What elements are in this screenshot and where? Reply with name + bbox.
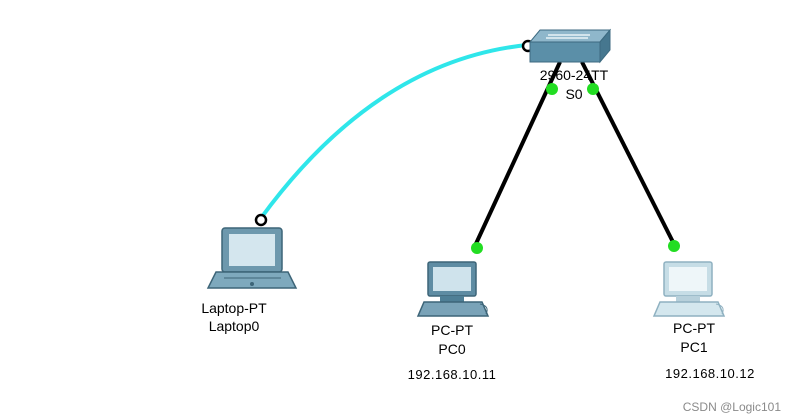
pc0-name-label: PC0 — [438, 341, 466, 357]
laptop-icon[interactable] — [206, 227, 298, 289]
pc1-name-label: PC1 — [680, 339, 708, 355]
link-light-pc1 — [668, 240, 680, 252]
switch-model-label: 2960-24TT — [539, 67, 609, 83]
switch-icon[interactable] — [528, 28, 612, 64]
pc0-model-label: PC-PT — [431, 322, 473, 338]
console-cable[interactable] — [259, 43, 528, 220]
watermark: CSDN @Logic101 — [682, 400, 781, 414]
pc1-ip-label: 192.168.10.12 — [665, 366, 755, 381]
laptop-model-label: Laptop-PT — [201, 300, 267, 316]
pc1-icon[interactable] — [652, 261, 726, 317]
link-light-switch-pc1 — [587, 83, 599, 95]
laptop-name-label: Laptop0 — [208, 318, 260, 334]
pc1-model-label: PC-PT — [673, 320, 715, 336]
link-light-switch-pc0 — [546, 83, 558, 95]
console-port-laptop-end — [254, 213, 268, 227]
switch-name-label: S0 — [565, 86, 583, 102]
ethernet-link-pc1[interactable] — [580, 61, 678, 249]
pc0-icon[interactable] — [416, 261, 490, 317]
ethernet-link-pc0[interactable] — [472, 61, 562, 249]
link-light-pc0 — [471, 242, 483, 254]
pc0-ip-label: 192.168.10.11 — [407, 367, 497, 382]
